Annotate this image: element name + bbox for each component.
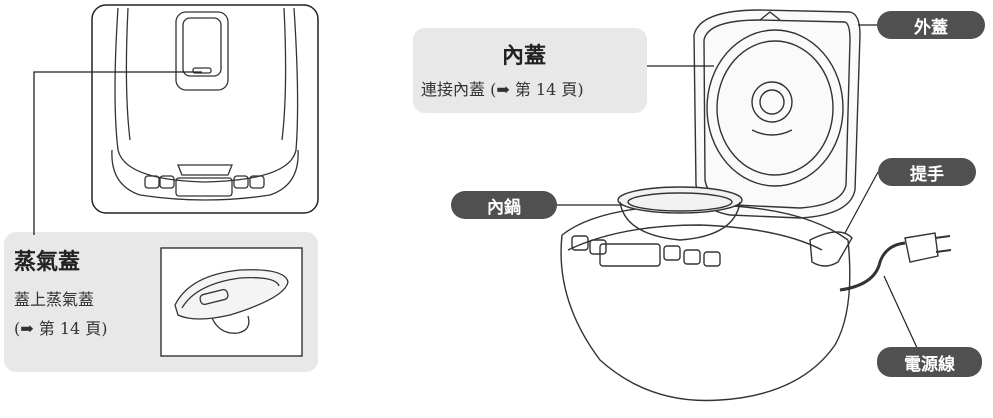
inner-lid-panel xyxy=(413,28,647,113)
steam-cap-line1: 蓋上蒸氣蓋 xyxy=(14,290,95,309)
steam-cap-line2: (➡ 第 14 頁) xyxy=(14,319,108,338)
main-cooker xyxy=(560,9,952,402)
top-view-frame xyxy=(91,4,319,214)
power-cord-leader xyxy=(883,275,919,351)
steam-cap-title: 蒸氣蓋 xyxy=(14,250,81,275)
inner-lid-title: 內蓋 xyxy=(502,44,547,69)
handle-leader xyxy=(844,171,879,234)
power-cord-label: 電源線 xyxy=(877,347,982,377)
steam-cap-part xyxy=(174,269,289,334)
top-view-cooker xyxy=(111,7,299,201)
steam-cap-leader xyxy=(33,71,202,235)
inner-pot-label: 內鍋 xyxy=(451,191,557,219)
inner-lid-subtitle: 連接內蓋 (➡ 第 14 頁) xyxy=(421,80,584,99)
outer-lid-label: 外蓋 xyxy=(877,11,985,39)
handle-label: 提手 xyxy=(878,158,976,186)
